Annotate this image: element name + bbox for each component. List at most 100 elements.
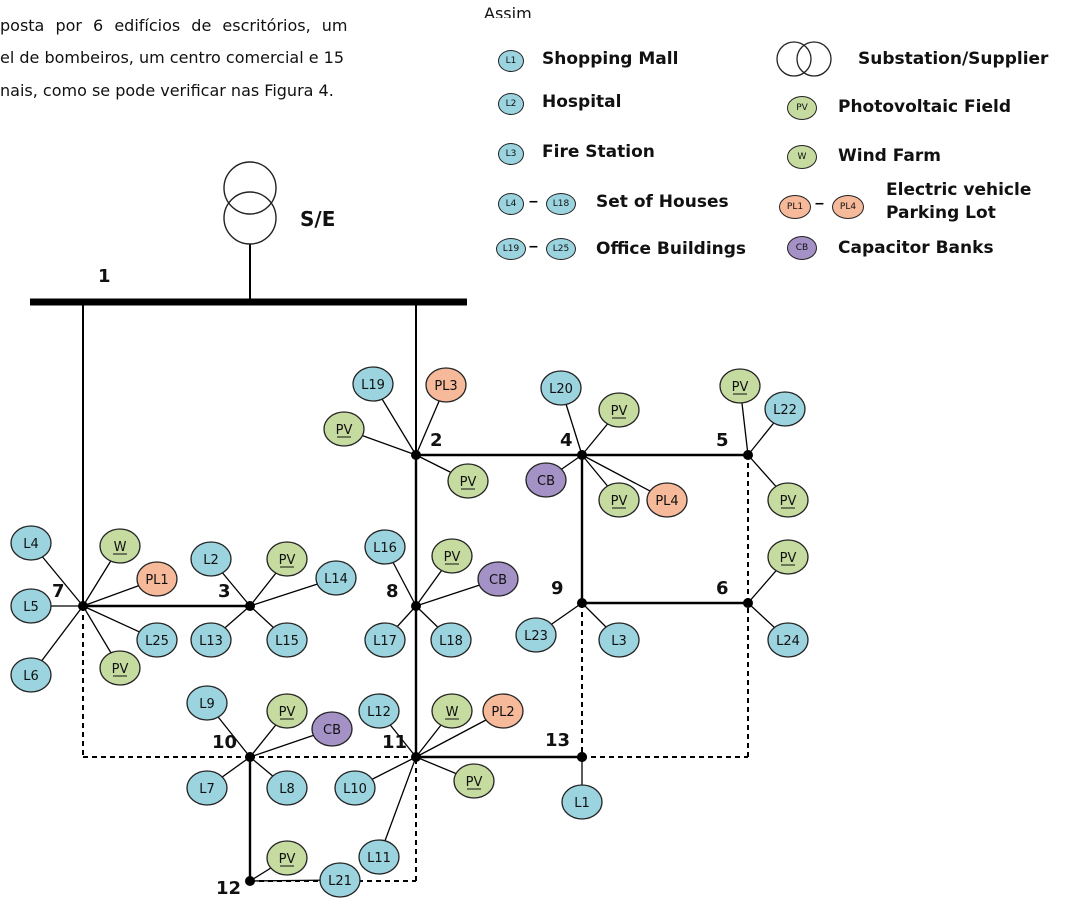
pv-node: [431, 538, 473, 574]
load-node-label: L9: [199, 697, 215, 712]
pv-node-label: PV: [780, 494, 797, 509]
load-node-label: L10: [343, 782, 367, 797]
pv-node-label: PV: [279, 705, 296, 720]
bus-label-5: 5: [716, 430, 729, 451]
load-node-label: L18: [439, 634, 463, 649]
legend-houses-label: Set of Houses: [596, 192, 729, 212]
legend-ev-icon: PL4: [832, 195, 864, 219]
load-node-label: L21: [328, 874, 352, 889]
load-node-label: L6: [23, 669, 39, 684]
paragraph-line-2: el de bombeiros, um centro comercial e 1…: [0, 48, 345, 67]
load-node-label: L12: [367, 705, 391, 720]
load-node: [561, 784, 603, 820]
load-node: [430, 622, 472, 658]
pv-node-label: PV: [112, 662, 129, 677]
load-node-label: L22: [773, 403, 797, 418]
bus-label-2: 2: [430, 430, 443, 451]
load-node-label: L24: [776, 634, 800, 649]
pv-node-label: PV: [732, 380, 749, 395]
load-node-label: L13: [199, 634, 223, 649]
legend-cb-label: Capacitor Banks: [838, 238, 994, 258]
load-node: [358, 693, 400, 729]
bus-label-7: 7: [52, 581, 65, 602]
load-node: [334, 770, 376, 806]
bus-label-3: 3: [218, 581, 231, 602]
connections-layer: [30, 244, 789, 882]
ev-parking-node: [425, 367, 467, 403]
capacitor-bank-node: [525, 462, 567, 498]
wind-node-label: W: [114, 540, 127, 555]
transformer-icon: [223, 161, 277, 215]
pv-node-label: PV: [336, 423, 353, 438]
load-node: [10, 657, 52, 693]
legend-dash: –: [529, 193, 538, 210]
load-node-label: L16: [373, 541, 397, 556]
load-node-label: L20: [549, 382, 573, 397]
pv-node: [99, 650, 141, 686]
substation-label: S/E: [300, 207, 335, 231]
legend-ev-label-line2: Parking Lot: [886, 203, 996, 223]
pv-node-label: PV: [611, 494, 628, 509]
ev-parking-node-label: PL4: [655, 494, 678, 509]
bus-label-4: 4: [560, 430, 573, 451]
load-node: [10, 588, 52, 624]
wind-node: [99, 528, 141, 564]
legend-dash: –: [529, 238, 538, 255]
paragraph-fragment: Assim: [484, 4, 532, 18]
load-node: [190, 622, 232, 658]
capacitor-bank-node-label: CB: [323, 723, 341, 738]
legend-hospital-label: Hospital: [542, 92, 622, 112]
load-node: [315, 560, 357, 596]
bus-label-9: 9: [551, 578, 564, 599]
load-node: [186, 770, 228, 806]
load-node-label: L3: [611, 634, 627, 649]
ev-parking-node: [136, 561, 178, 597]
legend-fire-station-label: Fire Station: [542, 142, 655, 162]
ev-parking-node-label: PL1: [145, 573, 168, 588]
wind-node: [431, 693, 473, 729]
load-node: [319, 862, 361, 898]
legend-wind-label: Wind Farm: [838, 146, 941, 166]
load-node-label: L7: [199, 782, 215, 797]
capacitor-bank-node-label: CB: [489, 573, 507, 588]
load-node: [190, 541, 232, 577]
pv-node-label: PV: [444, 550, 461, 565]
legend-shopping-mall-label: Shopping Mall: [542, 49, 679, 69]
capacitor-bank-node: [477, 561, 519, 597]
pv-node: [767, 482, 809, 518]
bus-node: [577, 752, 587, 762]
legend-load-icon: L25: [546, 238, 576, 260]
pv-node: [719, 368, 761, 404]
legend-offices-label: Office Buildings: [596, 239, 747, 259]
load-node-label: L2: [203, 553, 219, 568]
load-node-label: L5: [23, 600, 39, 615]
load-node: [515, 617, 557, 653]
bus-node: [245, 876, 255, 886]
load-node: [266, 622, 308, 658]
legend-pv-label: Photovoltaic Field: [838, 97, 1012, 117]
transformer-icon: [223, 191, 277, 245]
load-node: [767, 622, 809, 658]
load-node-label: L11: [367, 851, 391, 866]
load-node: [186, 685, 228, 721]
load-node: [764, 391, 806, 427]
legend-cb-icon: CB: [787, 236, 817, 260]
load-node-label: L4: [23, 537, 39, 552]
bus-node: [245, 752, 255, 762]
legend-load-icon: L3: [498, 143, 524, 165]
pv-node: [447, 463, 489, 499]
bus-label-6: 6: [716, 578, 729, 599]
load-node: [352, 366, 394, 402]
pv-node: [323, 411, 365, 447]
pv-node-label: PV: [611, 404, 628, 419]
legend-load-icon: L2: [498, 93, 524, 115]
paragraph-line-1: posta por 6 edifícios de escritórios, um: [0, 16, 348, 35]
load-node: [136, 622, 178, 658]
legend-wind-icon: W: [787, 145, 817, 169]
pv-node: [266, 840, 308, 876]
capacitor-bank-node-label: CB: [537, 474, 555, 489]
bus-label-12: 12: [216, 878, 241, 899]
legend-substation-label: Substation/Supplier: [858, 49, 1049, 69]
